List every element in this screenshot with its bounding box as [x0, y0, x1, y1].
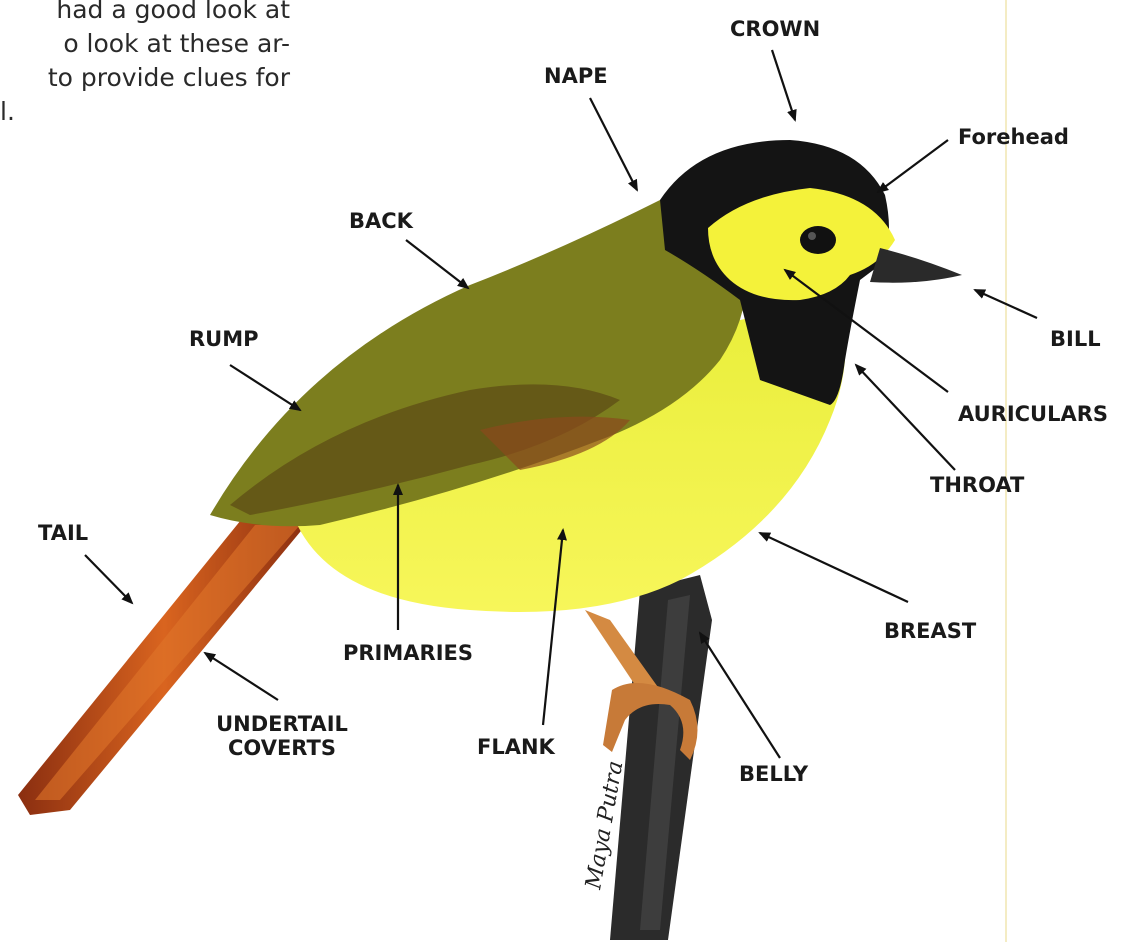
eye [800, 226, 836, 254]
arrow-belly [700, 633, 780, 758]
beak [870, 248, 962, 283]
arrow-back [406, 240, 468, 288]
label-breast: BREAST [884, 619, 976, 643]
label-belly: BELLY [739, 762, 808, 786]
label-rump: RUMP [189, 327, 259, 351]
label-primaries: PRIMARIES [343, 641, 473, 665]
label-bill: BILL [1050, 327, 1101, 351]
label-undertail-line1: UNDERTAIL [207, 712, 357, 736]
label-flank: FLANK [477, 735, 555, 759]
arrow-nape [590, 98, 637, 190]
label-undertail-line2: COVERTS [207, 736, 357, 760]
label-auriculars: AURICULARS [958, 402, 1108, 426]
label-back: BACK [349, 209, 413, 233]
label-tail: TAIL [38, 521, 88, 545]
arrow-throat [856, 365, 955, 470]
label-nape: NAPE [544, 64, 608, 88]
label-undertail-coverts: UNDERTAIL COVERTS [207, 712, 357, 760]
arrow-crown [772, 50, 795, 120]
label-throat: THROAT [930, 473, 1024, 497]
arrow-undertail [205, 653, 278, 700]
label-crown: CROWN [730, 17, 820, 41]
arrow-rump [230, 365, 300, 410]
label-forehead: Forehead [958, 125, 1069, 149]
arrow-forehead [878, 140, 948, 192]
arrow-breast [760, 533, 908, 602]
arrow-tail [85, 555, 132, 603]
arrow-bill [975, 290, 1037, 318]
